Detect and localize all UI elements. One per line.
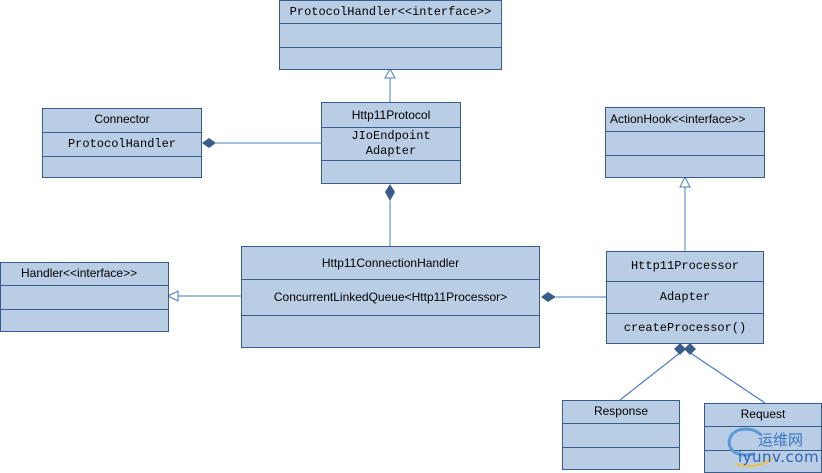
attribute-label: Adapter: [659, 290, 711, 304]
method-section: [705, 450, 821, 451]
watermark-chinese: 运维网: [758, 431, 804, 449]
attribute-label: ConcurrentLinkedQueue<Http11Processor>: [273, 290, 508, 304]
composition-line-request: [688, 351, 766, 404]
filled-diamond: [674, 343, 686, 355]
hollow-triangle-arrow: [679, 175, 691, 188]
attribute-label: ProtocolHandler: [67, 137, 177, 151]
class-http11-processor[interactable]: Http11Processor Adapter createProcessor(…: [606, 251, 764, 344]
class-title: Http11Processor: [630, 259, 740, 273]
composition-line-response: [619, 351, 682, 401]
method-section: [606, 155, 764, 156]
filled-diamond: [385, 184, 395, 201]
attribute-label: Adapter: [365, 144, 417, 158]
class-title: Handler<<interface>>: [21, 266, 138, 280]
hollow-triangle-arrow: [166, 290, 179, 302]
attribute-section: [705, 426, 821, 427]
attribute-section: [242, 279, 539, 280]
class-title: Http11ConnectionHandler: [321, 256, 460, 270]
filled-diamond: [202, 138, 216, 148]
class-title: Http11Protocol: [351, 108, 431, 122]
attribute-section: [607, 281, 763, 282]
method-section: [607, 313, 763, 314]
attribute-section: [606, 131, 764, 132]
class-title: ActionHook<<interface>>: [610, 112, 746, 126]
filled-diamond: [684, 343, 696, 355]
class-title: Response: [593, 404, 649, 418]
method-section: [242, 315, 539, 316]
method-section: [563, 447, 679, 448]
method-label: createProcessor(): [623, 321, 747, 335]
class-handler[interactable]: Handler<<interface>>: [0, 262, 169, 332]
class-connector[interactable]: Connector ProtocolHandler: [42, 108, 202, 178]
class-http11-connection-handler[interactable]: Http11ConnectionHandler ConcurrentLinked…: [241, 246, 540, 348]
method-section: [43, 156, 201, 157]
attribute-section: [280, 23, 501, 24]
method-section: [322, 160, 460, 161]
attribute-section: [322, 127, 460, 128]
attribute-section: [43, 132, 201, 133]
class-title: ProtocolHandler<<interface>>: [289, 5, 492, 19]
filled-diamond: [541, 292, 556, 302]
class-title: Connector: [94, 112, 150, 126]
watermark-domain: iyunv.com: [738, 448, 820, 466]
class-title: Request: [740, 407, 786, 421]
attribute-section: [1, 285, 168, 286]
attribute-section: [563, 423, 679, 424]
class-protocol-handler[interactable]: ProtocolHandler<<interface>>: [279, 0, 502, 70]
class-action-hook[interactable]: ActionHook<<interface>>: [605, 107, 765, 178]
method-section: [1, 309, 168, 310]
hollow-triangle-arrow: [384, 67, 396, 79]
class-response[interactable]: Response: [562, 400, 680, 470]
class-http11-protocol[interactable]: Http11Protocol JIoEndpoint Adapter: [321, 102, 461, 184]
attribute-label: JIoEndpoint: [351, 129, 431, 143]
swirl-logo-icon: [727, 427, 773, 467]
method-section: [280, 47, 501, 48]
